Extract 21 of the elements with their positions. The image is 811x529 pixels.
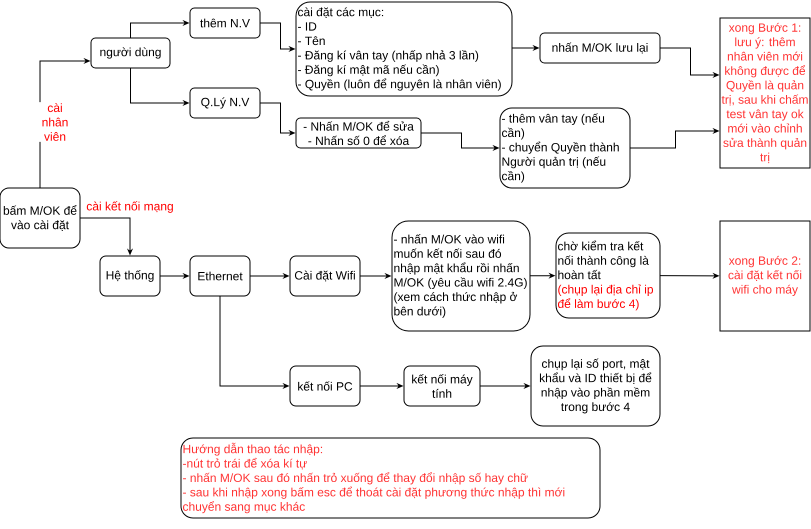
process-box: cài đặt các mục: - ID - Tên - Đăng kí vân tay (nhấp nhả 3 lần) - Đăng kí mật mã nếu cần) - Quyền (luôn để nguyên là nhân viên) <box>296 2 512 96</box>
process-box: chụp lại số port, mật khẩu và ID thiết bị để nhập vào phần mềm trong bước 4 <box>530 346 660 426</box>
edge-label: cài kết nối mạng <box>85 200 175 214</box>
instructions-box: Hướng dẫn thao tác nhập: -nút trỏ trái để xóa kí tự - nhấn M/OK sau đó nhấn trỏ xuống để thay đổi nhập số hay chữ - sau khi nhập xong bấm esc để thoát cài đặt phương thức nhập thì mới chuyển sang mục khác <box>180 438 600 518</box>
process-box: - thêm vân tay (nếu cần) - chuyển Quyền thành Người quản trị (nếu cần) <box>500 108 630 188</box>
process-box: thêm N.V <box>190 8 260 38</box>
process-box: bấm M/OK để vào cài đặt <box>0 188 80 248</box>
process-box: - nhấn M/OK vào wifi muốn kết nối sau đó nhập mật khẩu rồi nhấn M/OK (yêu cầu wifi 2.4G) (xem cách thức nhập ở bên dưới) <box>392 220 530 332</box>
process-box: Ethernet <box>190 256 250 296</box>
process-box: kết nối PC <box>290 366 360 406</box>
note-box: xong Bước 2: cài đặt kết nối wifi cho máy <box>720 220 810 332</box>
process-box: Hệ thống <box>100 256 160 296</box>
process-box: nhấn M/OK lưu lại <box>540 32 660 64</box>
process-box: Q.Lý N.V <box>190 88 260 118</box>
edge-label: cài nhân viên <box>39 102 71 142</box>
process-box: chờ kiểm tra kết nối thành công là hoàn tất (chụp lại địa chỉ ip để làm bước 4) <box>556 232 660 318</box>
process-box: Cài đặt Wifi <box>290 256 360 296</box>
process-box: - Nhấn M/OK để sửa - Nhấn số 0 để xóa <box>296 118 422 148</box>
process-box: người dùng <box>90 38 170 68</box>
process-box: kết nối máy tính <box>404 366 480 406</box>
note-box: xong Bước 1: lưu ý: thêm nhân viên mới không được để Quyền là quản trị, sau khi chấm test vân tay ok mới vào chỉnh sửa thành quản trị <box>720 18 810 168</box>
